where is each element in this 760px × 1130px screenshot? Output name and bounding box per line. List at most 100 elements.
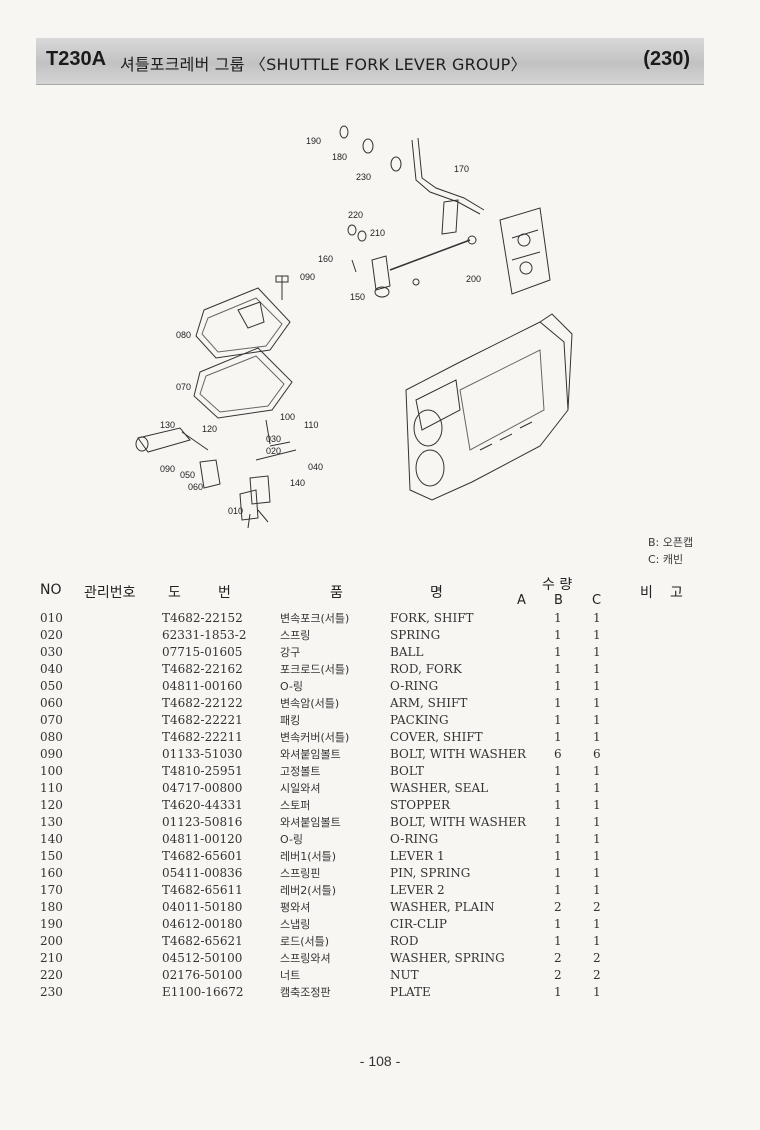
part-number: T4682-22211 [162, 730, 243, 744]
korean-name: 스프링와셔 [280, 952, 331, 965]
item-number: 150 [40, 849, 63, 863]
korean-name: 캠축조정판 [280, 986, 331, 999]
english-name: COVER, SHIFT [390, 730, 483, 744]
qty-c: 1 [593, 934, 601, 948]
callout-label: 200 [466, 274, 481, 284]
callout-label: 180 [332, 152, 347, 162]
qty-c: 1 [593, 832, 601, 846]
korean-name: 스냅링 [280, 918, 311, 931]
item-number: 180 [40, 900, 63, 914]
rod-drawing [389, 239, 471, 271]
item-number: 030 [40, 645, 63, 659]
qty-b: 1 [554, 696, 562, 710]
callout-label: 010 [228, 506, 243, 516]
korean-name: 와셔붙임볼트 [280, 816, 341, 829]
qty-b: 1 [554, 985, 562, 999]
qty-c: 1 [593, 781, 601, 795]
part-number: 04011-50180 [162, 900, 243, 914]
bracket-drawing [499, 207, 551, 295]
qty-b: 1 [554, 883, 562, 897]
korean-name: 패킹 [280, 714, 301, 727]
callout-label: 150 [350, 292, 365, 302]
qty-c: 1 [593, 798, 601, 812]
english-name: BALL [390, 645, 424, 659]
qty-b: 1 [554, 934, 562, 948]
qty-c: 1 [593, 713, 601, 727]
korean-name: O-링 [280, 833, 304, 846]
qty-c: 1 [593, 815, 601, 829]
header-qty-a: A [517, 593, 526, 608]
item-number: 230 [40, 985, 63, 999]
qty-c: 1 [593, 849, 601, 863]
qty-c: 1 [593, 628, 601, 642]
header-drawing-1: 도 [168, 585, 181, 601]
korean-name: 스토퍼 [280, 799, 311, 812]
qty-c: 1 [593, 679, 601, 693]
english-name: PIN, SPRING [390, 866, 471, 880]
korean-name: 변속암(서틀) [280, 697, 340, 710]
page-number: - 108 - [359, 1053, 401, 1069]
shift-fork-assembly-drawing [135, 419, 297, 529]
part-number: T4682-22122 [162, 696, 243, 710]
callout-label: 140 [290, 478, 305, 488]
qty-b: 1 [554, 917, 562, 931]
english-name: ROD [390, 934, 419, 948]
part-number: T4682-65621 [162, 934, 243, 948]
part-number: T4682-22221 [162, 713, 243, 727]
header-drawing-2: 번 [218, 585, 231, 601]
callout-labels: 190 180 230 170 220 210 160 090 200 150 … [160, 136, 481, 516]
english-name: ROD, FORK [390, 662, 462, 676]
callout-label: 090 [160, 464, 175, 474]
english-name: BOLT [390, 764, 424, 778]
callout-label: 160 [318, 254, 333, 264]
english-name: NUT [390, 968, 419, 982]
qty-c: 1 [593, 611, 601, 625]
korean-name: 너트 [280, 969, 301, 982]
part-number: 04811-00120 [162, 832, 243, 846]
item-number: 140 [40, 832, 63, 846]
korean-name: 레버1(서틀) [280, 850, 337, 863]
qty-c: 1 [593, 917, 601, 931]
item-number: 050 [40, 679, 63, 693]
qty-b: 1 [554, 662, 562, 676]
item-number: 160 [40, 866, 63, 880]
part-number: 07715-01605 [162, 645, 243, 659]
callout-label: 060 [188, 482, 203, 492]
shift-cover-drawing [195, 287, 291, 359]
english-name: PLATE [390, 985, 431, 999]
part-number: T4682-65601 [162, 849, 243, 863]
item-number: 130 [40, 815, 63, 829]
callout-label: 230 [356, 172, 371, 182]
lever-2-drawing [411, 137, 485, 235]
qty-c: 2 [593, 951, 601, 965]
qty-b: 1 [554, 713, 562, 727]
part-number: 04717-00800 [162, 781, 243, 795]
qty-b: 1 [554, 798, 562, 812]
qty-b: 1 [554, 815, 562, 829]
korean-name: 로드(서틀) [280, 935, 330, 948]
qty-c: 6 [593, 747, 601, 761]
korean-name: 강구 [280, 646, 301, 659]
qty-b: 1 [554, 849, 562, 863]
group-title: 셔틀포크레버 그룹 〈SHUTTLE FORK LEVER GROUP〉 [120, 55, 527, 74]
callout-label: 030 [266, 434, 281, 444]
item-number: 190 [40, 917, 63, 931]
part-number: T4810-25951 [162, 764, 243, 778]
korean-name: 와셔붙임볼트 [280, 748, 341, 761]
qty-c: 1 [593, 764, 601, 778]
english-name: LEVER 1 [390, 849, 445, 863]
item-number: 200 [40, 934, 63, 948]
note-c: C: 캐빈 [648, 553, 684, 566]
part-number: 01133-51030 [162, 747, 243, 761]
qty-c: 1 [593, 730, 601, 744]
part-number: E1100-16672 [162, 985, 244, 999]
